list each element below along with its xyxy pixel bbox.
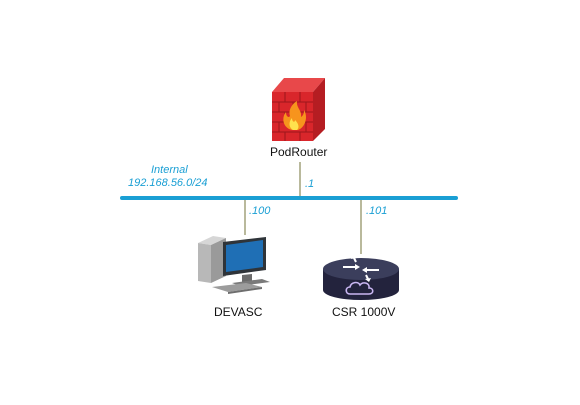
podrouter-host-address: .1 xyxy=(305,178,315,190)
devasc-label: DEVASC xyxy=(214,305,263,319)
devasc-host-address: .100 xyxy=(249,205,271,217)
workstation-icon[interactable] xyxy=(198,236,270,294)
csr-label: CSR 1000V xyxy=(332,305,396,319)
podrouter-label: PodRouter xyxy=(270,145,328,159)
network-subnet: 192.168.56.0/24 xyxy=(128,177,208,189)
firewall-icon[interactable] xyxy=(272,78,325,141)
cloud-router-icon[interactable] xyxy=(323,255,399,300)
csr-host-address: .101 xyxy=(366,205,388,217)
network-name: Internal xyxy=(151,164,188,176)
